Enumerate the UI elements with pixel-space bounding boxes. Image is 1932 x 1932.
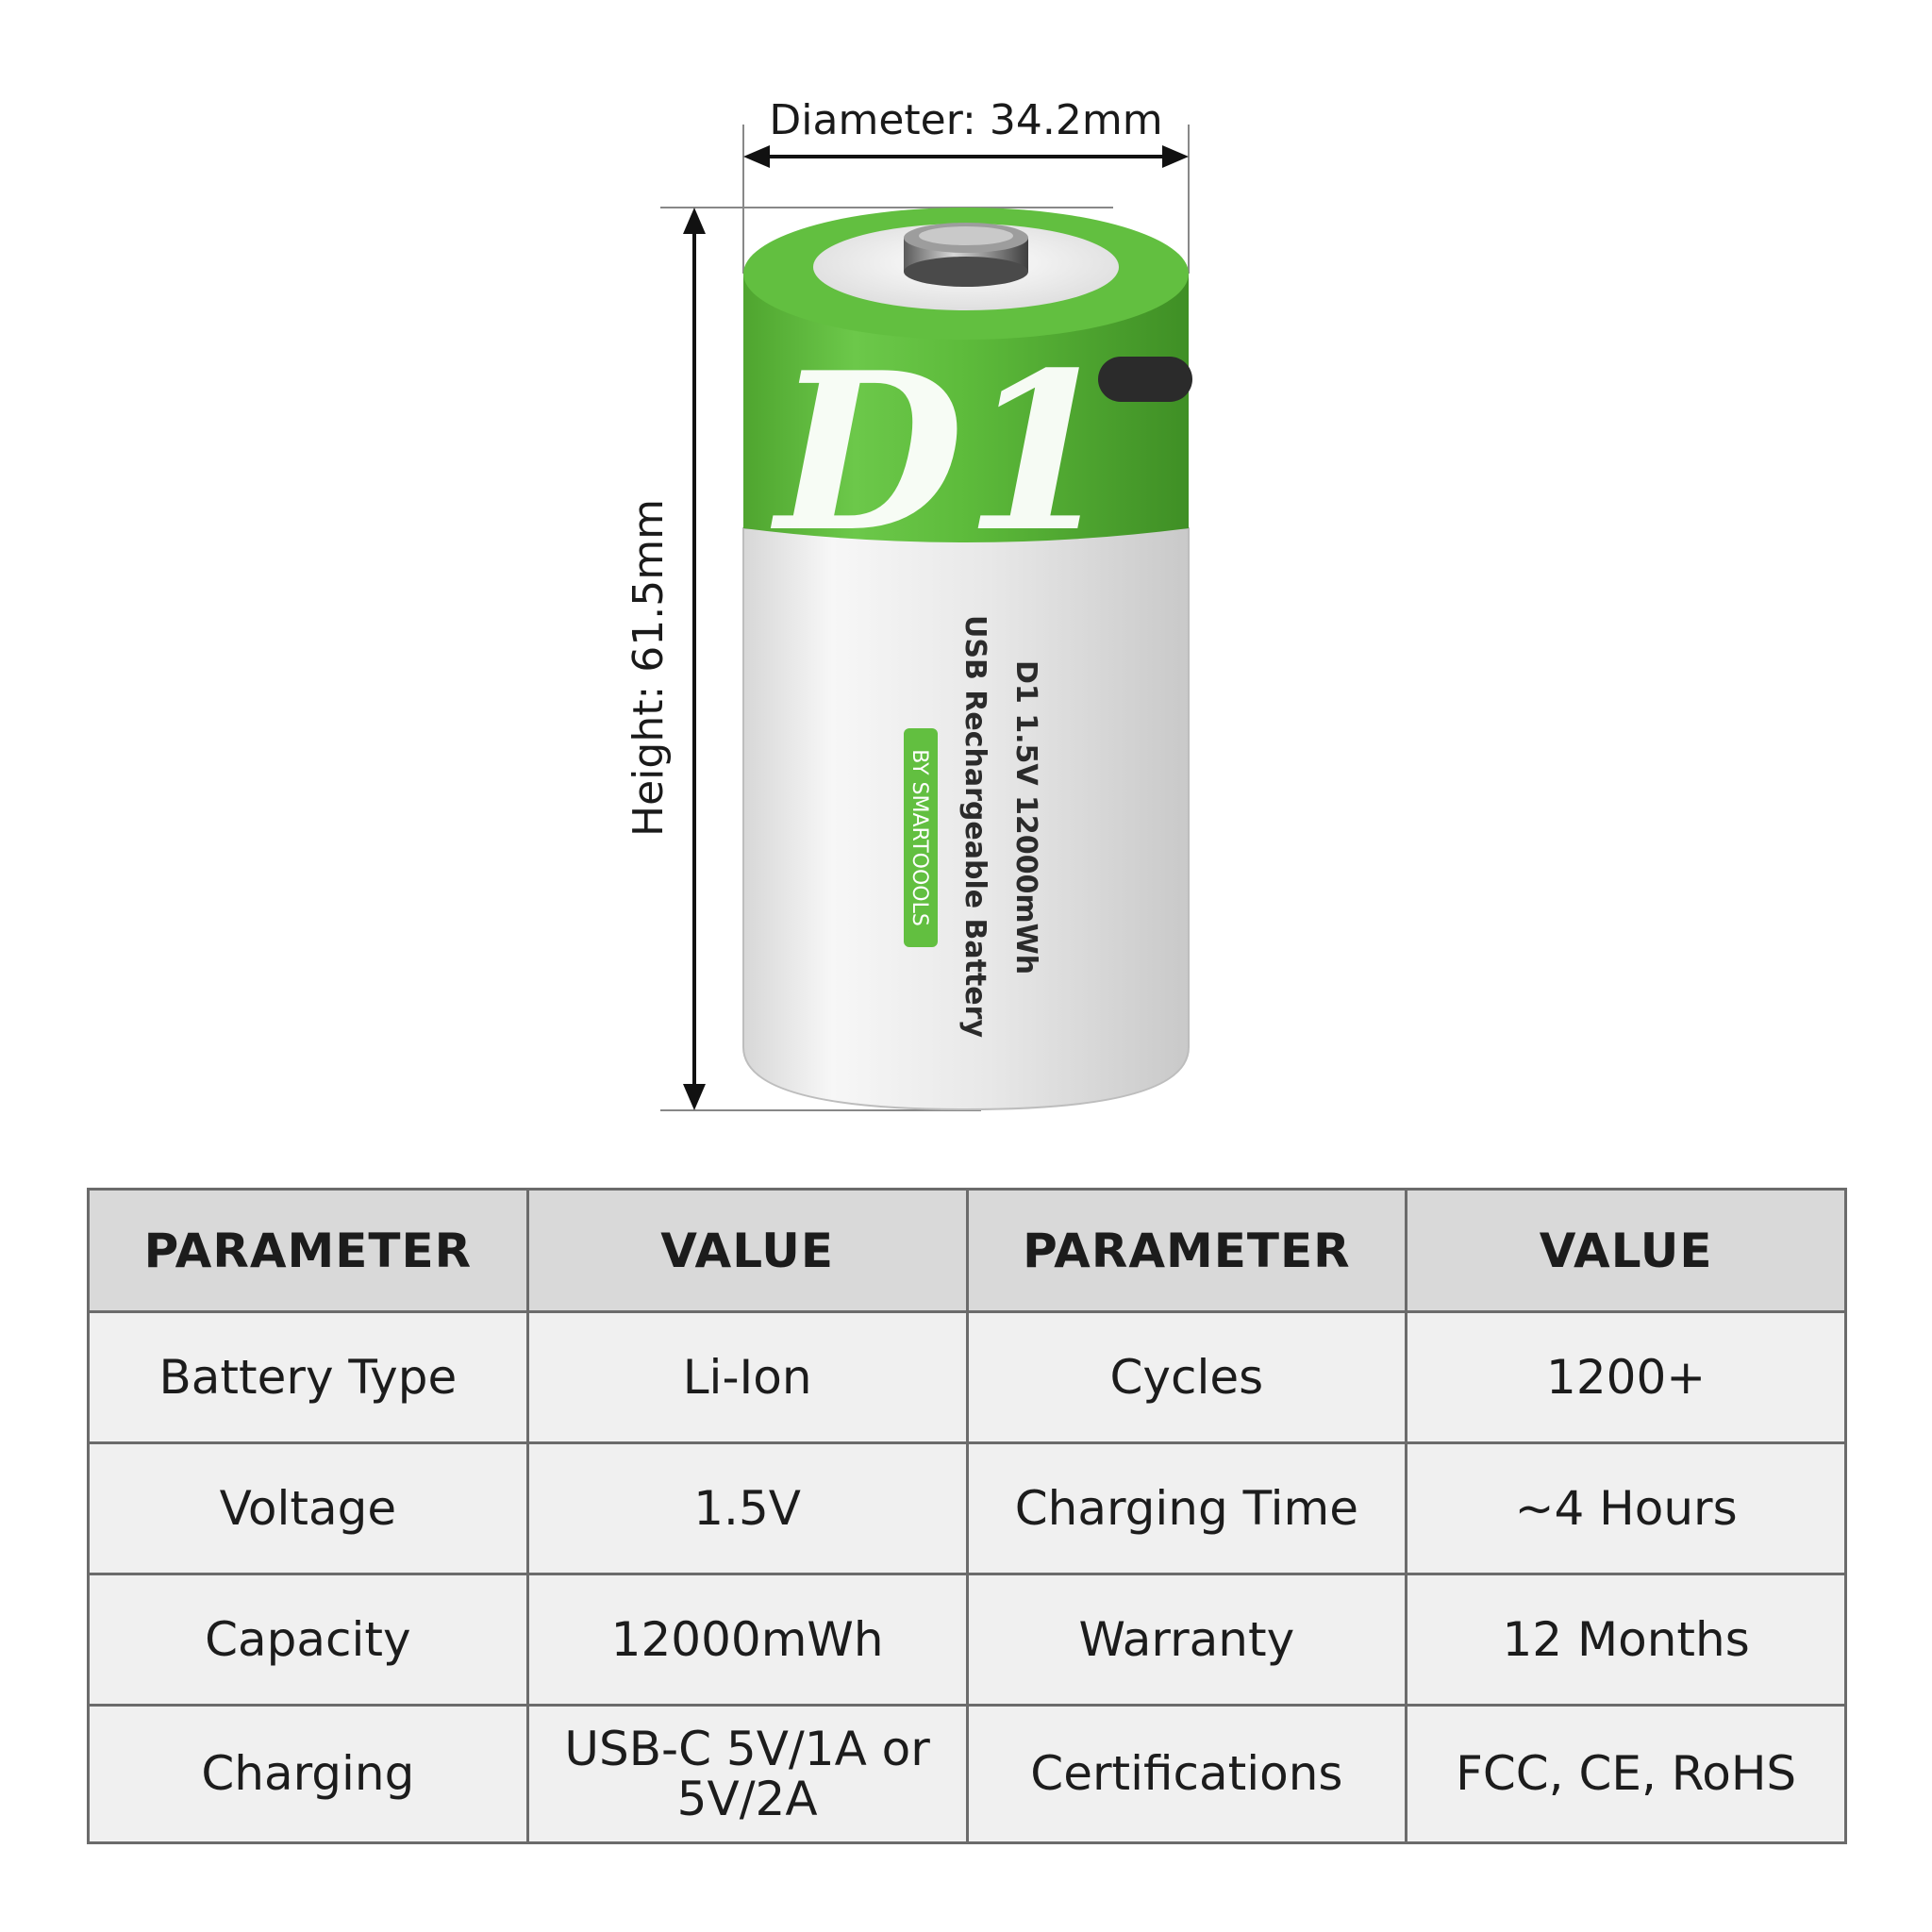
header-parameter-right: PARAMETER xyxy=(965,1188,1408,1313)
battery-spec-label: D1 1.5V 12000mWh xyxy=(1009,660,1042,974)
table-cell: 1.5V xyxy=(525,1441,969,1575)
battery-dimension-figure: Diameter: 34.2mm Height: 61.5mm xyxy=(625,96,1192,1111)
diameter-label: Diameter: 34.2mm xyxy=(769,96,1162,144)
table-cell: 12000mWh xyxy=(525,1573,969,1707)
usb-port-icon xyxy=(1098,357,1192,402)
brand-badge: BY SMARTOOOLS xyxy=(908,749,931,926)
table-cell: 12 Months xyxy=(1405,1573,1847,1707)
table-cell: Li-Ion xyxy=(525,1310,969,1444)
diameter-dimension: Diameter: 34.2mm xyxy=(742,96,1190,274)
arrow-right-icon xyxy=(1162,145,1189,168)
header-parameter-left: PARAMETER xyxy=(87,1188,529,1313)
positive-terminal-icon xyxy=(904,223,1028,287)
header-value-right: VALUE xyxy=(1405,1188,1847,1313)
table-cell: Battery Type xyxy=(87,1310,529,1444)
table-row: Capacity 12000mWh Warranty 12 Months xyxy=(87,1573,1847,1707)
table-row: Voltage 1.5V Charging Time ~4 Hours xyxy=(87,1441,1847,1575)
table-cell: Charging Time xyxy=(965,1441,1408,1575)
brand-badge-bg xyxy=(904,728,938,947)
header-value-left: VALUE xyxy=(525,1188,969,1313)
arrow-up-icon xyxy=(683,208,706,234)
arrow-down-icon xyxy=(683,1084,706,1110)
table-cell: Voltage xyxy=(87,1441,529,1575)
table-cell: 1200+ xyxy=(1405,1310,1847,1444)
table-header-row: PARAMETER VALUE PARAMETER VALUE xyxy=(87,1188,1847,1313)
table-cell: ~4 Hours xyxy=(1405,1441,1847,1575)
battery-illustration: D1 D1 1.5V 12000mWh USB Rechargeable Bat… xyxy=(742,208,1192,1111)
d1-logo: D1 xyxy=(770,325,1115,580)
table-cell: Cycles xyxy=(965,1310,1408,1444)
battery-type-label: USB Rechargeable Battery xyxy=(958,615,991,1038)
arrow-left-icon xyxy=(743,145,770,168)
table-row: Battery Type Li-Ion Cycles 1200+ xyxy=(87,1310,1847,1444)
height-dimension: Height: 61.5mm xyxy=(625,207,1113,1111)
table-cell: Warranty xyxy=(965,1573,1408,1707)
table-row: Charging USB-C 5V/1A or 5V/2A Certificat… xyxy=(87,1704,1847,1844)
table-cell: FCC, CE, RoHS xyxy=(1405,1704,1847,1844)
table-cell: USB-C 5V/1A or 5V/2A xyxy=(525,1704,969,1844)
table-cell: Charging xyxy=(87,1704,529,1844)
table-cell: Capacity xyxy=(87,1573,529,1707)
spec-table: PARAMETER VALUE PARAMETER VALUE Battery … xyxy=(87,1188,1847,1844)
table-cell: Certifications xyxy=(965,1704,1408,1844)
height-label: Height: 61.5mm xyxy=(625,499,673,837)
